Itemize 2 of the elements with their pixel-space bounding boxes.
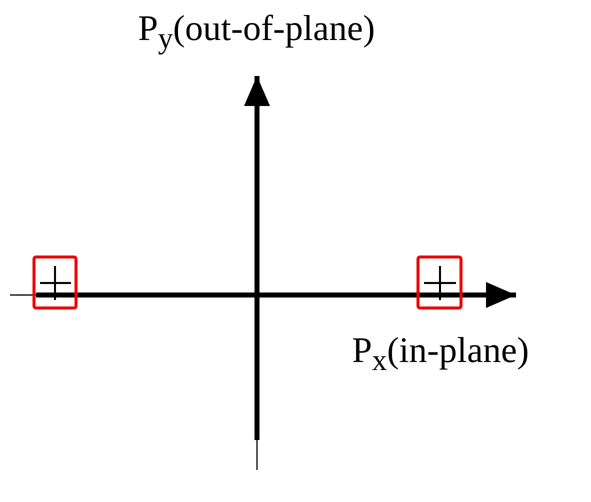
axis-label: P$_{x}$(in-plane) — [352, 330, 529, 380]
axis-label: P$_{y}$(out-of-plane) — [138, 8, 375, 58]
